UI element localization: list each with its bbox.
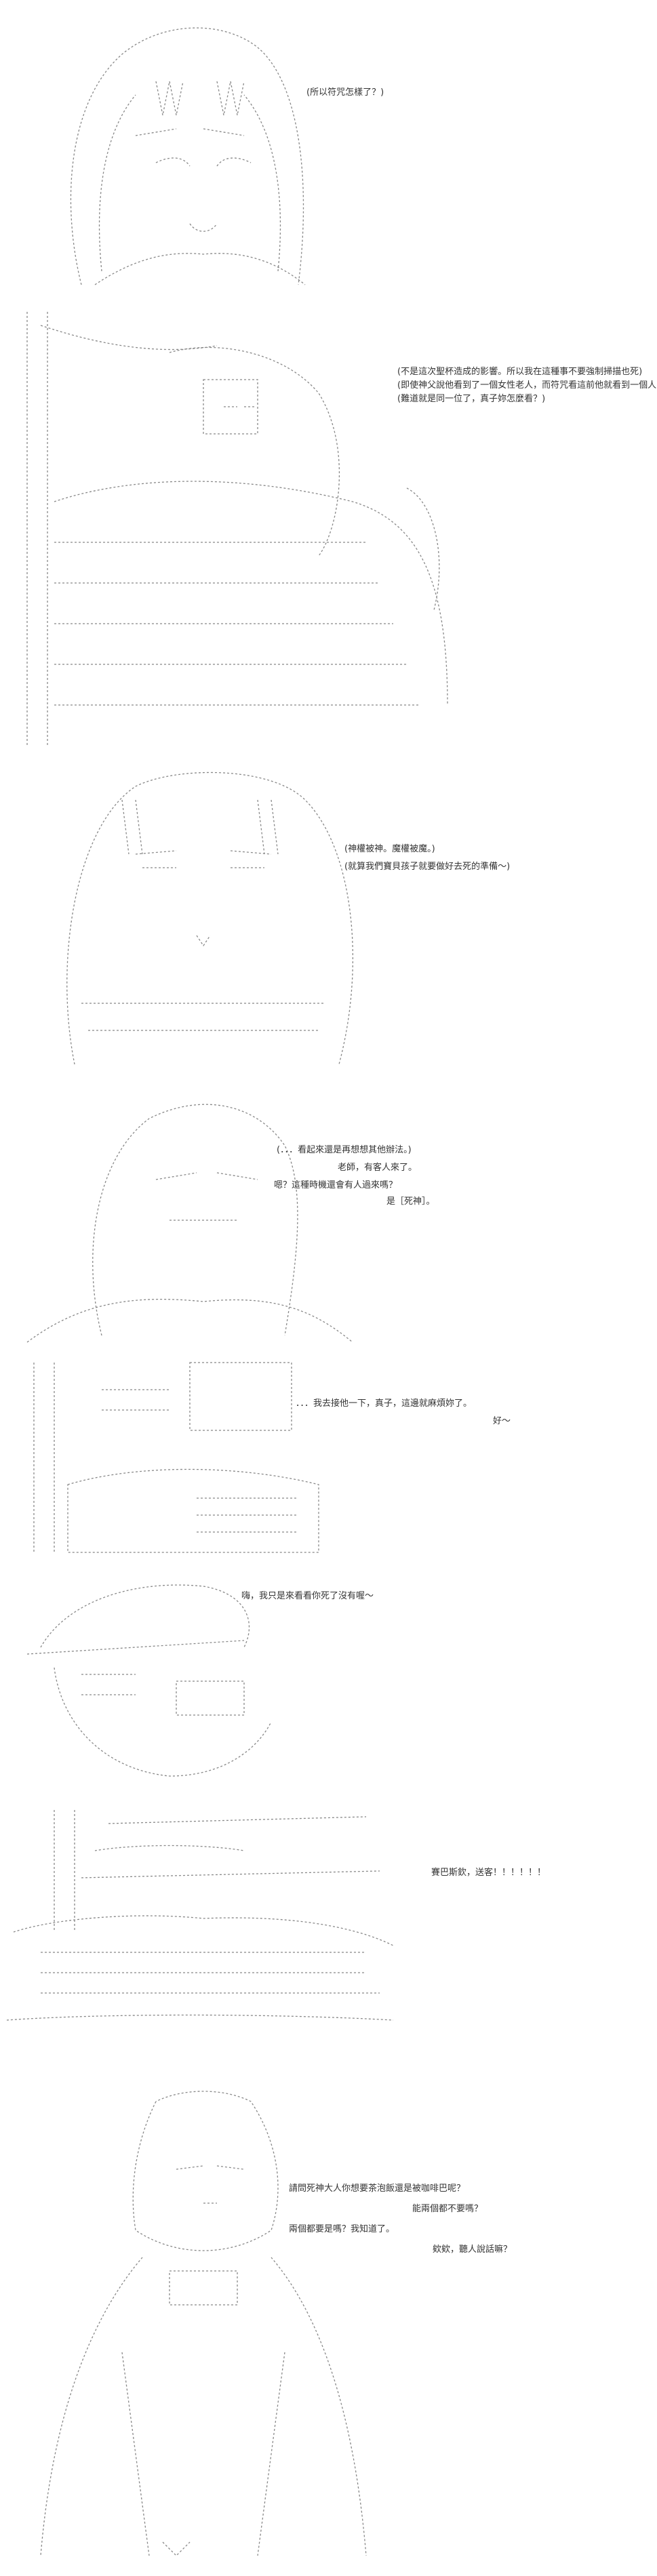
dialog-line: (神權被神。魔權被魔。) bbox=[344, 844, 435, 854]
ascii-art-figure-6 bbox=[26, 1584, 272, 1777]
ascii-art-figure-1 bbox=[70, 27, 306, 285]
dialog-line: 賽巴斯欽，送客！！！！！！ bbox=[431, 1868, 546, 1878]
panel-5: ．．．我去接他一下，真子，這邊就麻煩妳了。 好～ bbox=[0, 1349, 657, 1573]
panel-1: (所以符咒怎樣了？) bbox=[0, 0, 657, 298]
ascii-art-figure-3 bbox=[66, 771, 354, 1065]
dialog-line: (就算我們寶貝孩子就要做好去死的準備～) bbox=[344, 862, 511, 872]
ascii-art-figure-2 bbox=[26, 312, 448, 746]
panel-7: 賽巴斯欽，送客！！！！！！ bbox=[0, 1796, 657, 2081]
ascii-art-figure-7 bbox=[6, 1810, 394, 2021]
dialog-line: (．．．看起來還是再想想其他辦法。) bbox=[277, 1145, 412, 1155]
dialog-line: ．．．我去接他一下，真子，這邊就麻煩妳了。 bbox=[296, 1398, 473, 1409]
dialog-line: 兩個都要是嗎？我知道了。 bbox=[289, 2224, 395, 2234]
dialog-line: 是［死神］。 bbox=[386, 1196, 435, 1207]
dialog-line: 嗨，我只是來看看你死了沒有喔～ bbox=[241, 1591, 374, 1601]
ascii-art-figure-8 bbox=[40, 2091, 367, 2556]
panel-3: (神權被神。魔權被魔。) (就算我們寶貝孩子就要做好去死的準備～) bbox=[0, 759, 657, 1078]
dialog-line: 好～ bbox=[493, 1416, 511, 1426]
dialog-line: (難道就是同一位了，真子妳怎麼看？) bbox=[397, 394, 546, 404]
ascii-art-figure-4 bbox=[26, 1104, 353, 1343]
ascii-art-figure-5 bbox=[33, 1362, 319, 1553]
dialog-line: 老師，有客人來了。 bbox=[338, 1163, 418, 1173]
dialog-line: 能兩個都不要嗎？ bbox=[412, 2204, 483, 2214]
panel-6: 嗨，我只是來看看你死了沒有喔～ bbox=[0, 1573, 657, 1796]
dialog-line: (即使神父說他看到了一個女性老人，而符咒看這前他就看到一個人) bbox=[397, 380, 657, 390]
dialog-line: 請問死神大人你想要茶泡飯還是被咖啡巴呢？ bbox=[289, 2183, 466, 2194]
panel-4: (．．．看起來還是再想想其他辦法。) 老師，有客人來了。 嗯？這種時機還會有人過… bbox=[0, 1078, 657, 1349]
dialog-line: (不是這次聖杯造成的影響。所以我在這種事不要強制掃描也死) bbox=[397, 367, 643, 377]
panel-2: (不是這次聖杯造成的影響。所以我在這種事不要強制掃描也死) (即使神父說他看到了… bbox=[0, 298, 657, 759]
dialog-line: 嗯？這種時機還會有人過來嗎？ bbox=[274, 1180, 398, 1190]
dialog-line: 欸欸，聽人說話嘛？ bbox=[433, 2245, 513, 2255]
dialog-line: (所以符咒怎樣了？) bbox=[306, 87, 384, 98]
panel-8: 請問死神大人你想要茶泡飯還是被咖啡巴呢？ 能兩個都不要嗎？ 兩個都要是嗎？我知道… bbox=[0, 2081, 657, 2576]
